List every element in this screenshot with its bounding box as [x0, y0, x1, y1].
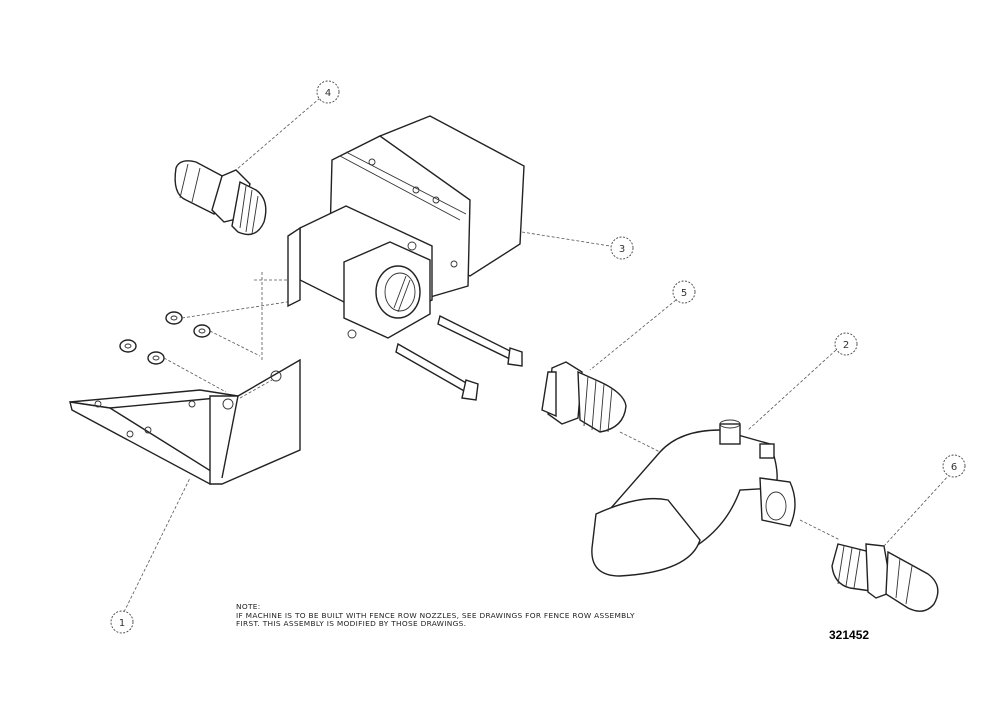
assembly-note: NOTE: IF MACHINE IS TO BE BUILT WITH FEN… [236, 602, 756, 629]
balloon-6-label: 6 [951, 462, 957, 473]
balloon-1-label: 1 [119, 618, 125, 629]
balloon-4-label: 4 [325, 88, 331, 99]
balloon-4: 4 [316, 80, 340, 104]
balloon-1: 1 [110, 610, 134, 634]
washers-and-nuts [119, 299, 301, 393]
leader-lines [123, 97, 951, 613]
note-line-1: IF MACHINE IS TO BE BUILT WITH FENCE ROW… [236, 610, 635, 620]
balloon-3-label: 3 [619, 244, 625, 255]
balloon-2-label: 2 [843, 340, 849, 351]
balloon-5: 5 [672, 280, 696, 304]
balloon-2: 2 [834, 332, 858, 356]
drawing-number: 321452 [829, 628, 870, 642]
bolts [395, 314, 523, 401]
hose-barb-fitting-lower [831, 543, 939, 612]
mounting-bracket [69, 272, 301, 485]
hex-nipple [541, 361, 627, 433]
note-line-2: FIRST. THIS ASSEMBLY IS MODIFIED BY THOS… [236, 619, 467, 629]
balloon-5-label: 5 [681, 288, 687, 299]
balloon-6: 6 [942, 454, 966, 478]
balloon-3: 3 [610, 236, 634, 260]
hose-barb-fitting-upper [174, 160, 267, 236]
pump-assembly [287, 115, 525, 339]
strainer-body [591, 419, 841, 577]
note-heading: NOTE: [236, 602, 261, 611]
